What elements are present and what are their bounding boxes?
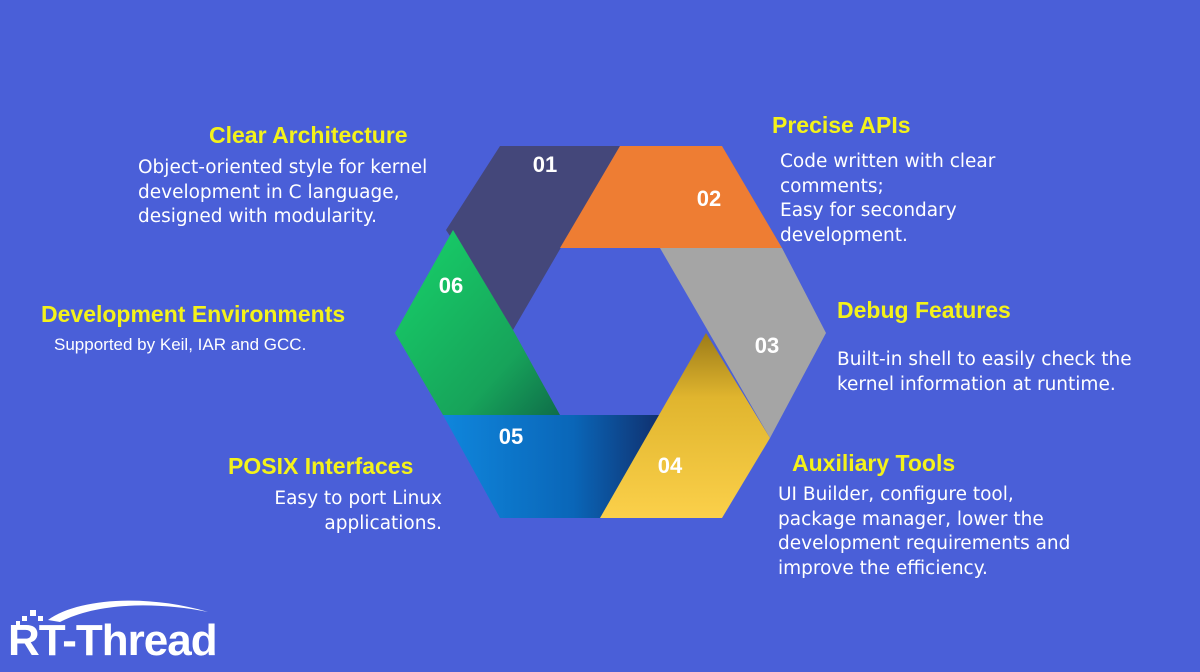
desc-03: Built-in shell to easily check the kerne… — [837, 349, 1132, 395]
num-01: 01 — [533, 152, 557, 177]
num-04: 04 — [658, 453, 683, 478]
num-06: 06 — [439, 273, 463, 298]
title-01: Clear Architecture — [209, 122, 408, 148]
num-03: 03 — [755, 333, 779, 358]
num-02: 02 — [697, 186, 721, 211]
rt-thread-logo: RT-Thread — [8, 596, 238, 666]
segment-05 — [443, 415, 660, 518]
title-05: POSIX Interfaces — [228, 453, 414, 479]
num-05: 05 — [499, 424, 523, 449]
desc-05: Easy to port Linux applications. — [274, 488, 442, 534]
segment-03 — [660, 248, 826, 438]
desc-01: Object-oriented style for kernel develop… — [138, 157, 428, 227]
title-06: Development Environments — [41, 301, 346, 327]
segment-06 — [395, 230, 560, 415]
title-02: Precise APIs — [772, 112, 911, 138]
swoosh-icon — [16, 600, 208, 625]
title-04: Auxiliary Tools — [792, 450, 956, 476]
desc-04: UI Builder, configure tool, package mana… — [778, 484, 1071, 579]
segment-04 — [600, 333, 770, 518]
desc-06: Supported by Keil, IAR and GCC. — [54, 335, 307, 354]
segment-02 — [560, 146, 782, 248]
title-03: Debug Features — [837, 297, 1011, 323]
logo-text: RT-Thread — [8, 616, 218, 665]
desc-02: Code written with clear comments; Easy f… — [780, 151, 996, 246]
segment-01 — [446, 146, 620, 330]
